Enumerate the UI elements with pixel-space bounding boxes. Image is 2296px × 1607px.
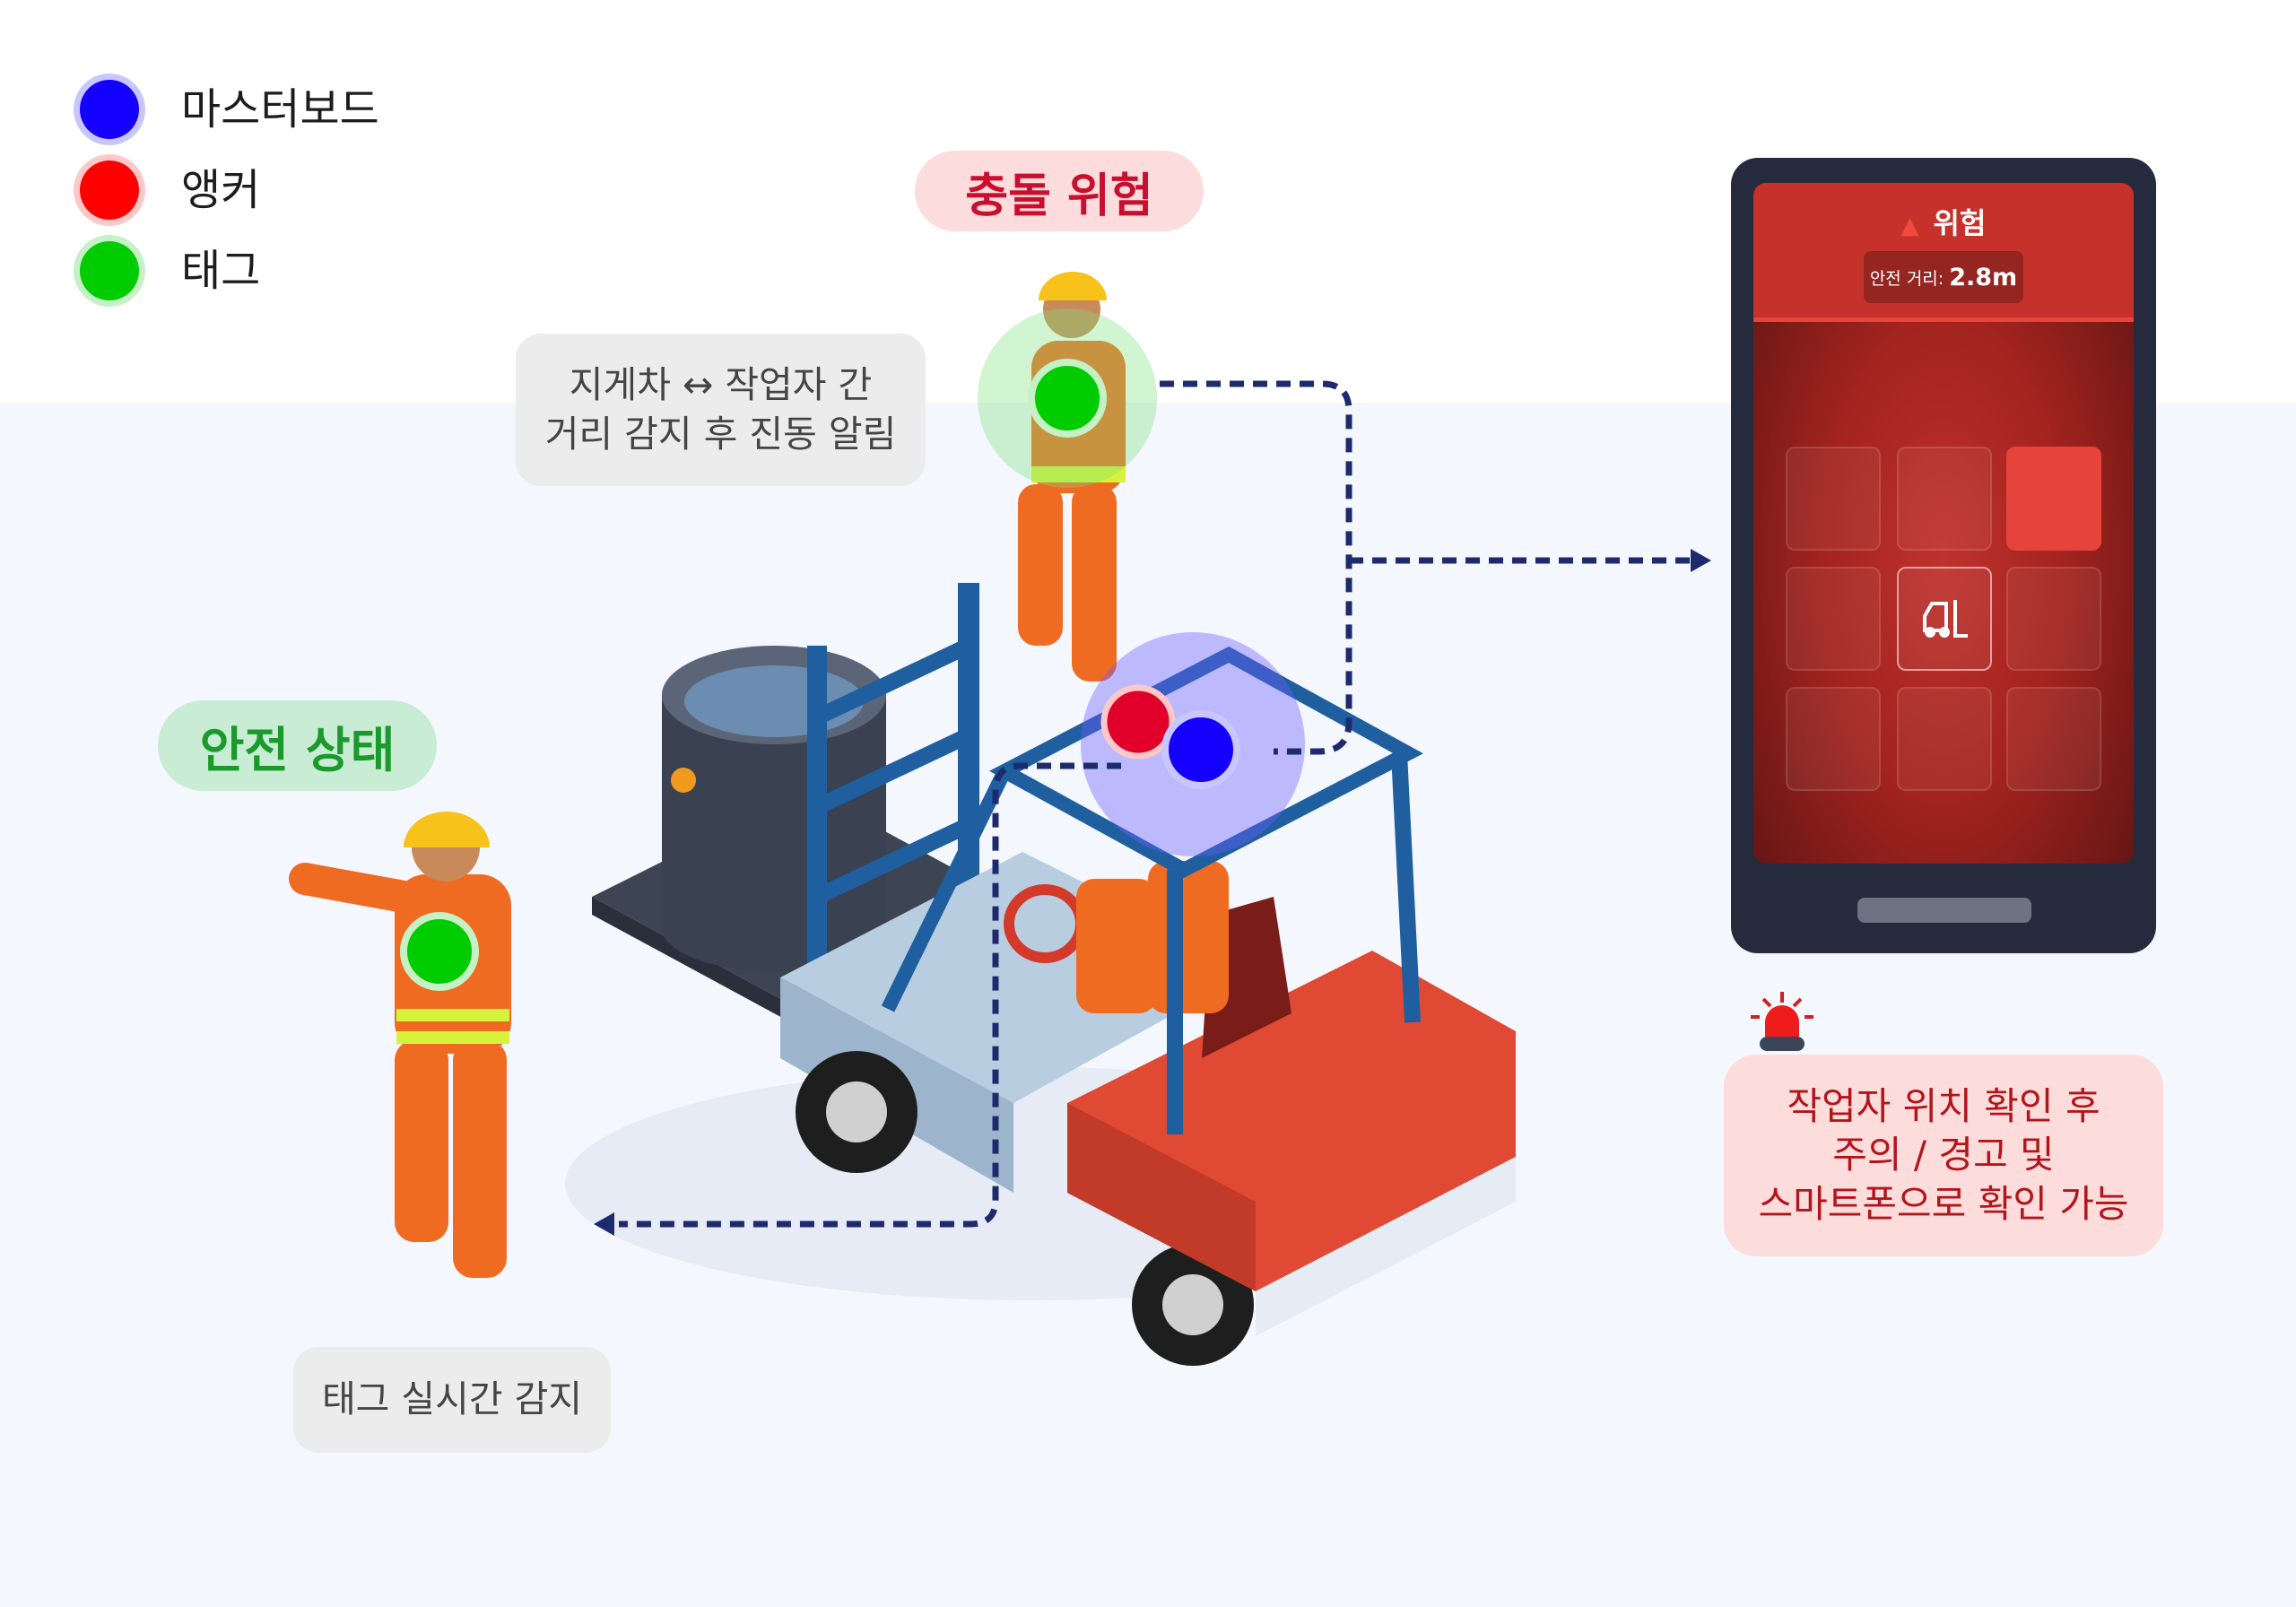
mast-left [807, 646, 827, 986]
note-line: 태그 실시간 감지 [321, 1377, 583, 1421]
counterweight-side [1067, 1103, 1256, 1291]
connector-tag-to-board [1160, 380, 1352, 755]
mast-bar [813, 817, 972, 905]
distance-value: 2.8m [1949, 263, 2018, 291]
legend-label-anchor: 앵커 [181, 165, 261, 215]
masterboard-dot [80, 80, 139, 139]
grid-tile-forklift [1897, 567, 1992, 671]
smartphone: ▲ 위험 안전 거리: 2.8m [1731, 158, 2156, 953]
tag-realtime-note: 태그 실시간 감지 [293, 1347, 611, 1453]
wheel-hub [826, 1081, 887, 1142]
anchor-dot [80, 161, 139, 220]
tag-dot [80, 241, 139, 300]
mast-bar [813, 638, 972, 725]
fork-edge [592, 897, 807, 1031]
legend-label-tag: 태그 [181, 246, 261, 296]
grid-tile [1786, 687, 1881, 791]
anchor-forklift [1100, 684, 1176, 760]
phone-screen: ▲ 위험 안전 거리: 2.8m [1753, 183, 2134, 864]
distance-label: 안전 거리: [1869, 268, 1944, 289]
safe-state-badge: 안전 상태 [158, 700, 437, 791]
bumper [1256, 1157, 1516, 1336]
note-line: 지게차 ↔ 작업자 간 [569, 362, 873, 406]
alert-title-text: 위험 [1933, 206, 1987, 240]
siren-icon [1751, 992, 1813, 1051]
alert-header: ▲ 위험 안전 거리: 2.8m [1753, 183, 2134, 322]
worker-left [289, 812, 511, 1278]
barrel-bottom [662, 885, 886, 971]
alert-info-box: 작업자 위치 확인 후 주의 / 경고 및 스마트폰으로 확인 가능 [1724, 1055, 2163, 1256]
tag-worker-top [1028, 359, 1107, 438]
wheel-hub [1162, 1274, 1223, 1335]
arrow-right-icon [1691, 549, 1711, 572]
home-bar[interactable] [1857, 898, 2031, 923]
grid-tile [1786, 567, 1881, 671]
note-line: 거리 감지 후 진동 알림 [544, 413, 897, 456]
tag-worker-left [400, 912, 479, 991]
grid-tile [1897, 687, 1992, 791]
warning-triangle-icon: ▲ [1900, 213, 1919, 239]
grid-tile [2006, 687, 2101, 791]
guard-post [881, 768, 1012, 1012]
grid-tile [2006, 567, 2101, 671]
safe-distance-box: 안전 거리: 2.8m [1864, 251, 2023, 303]
guard-post [1391, 752, 1421, 1023]
forklift-icon [1923, 600, 1968, 638]
alert-line: 스마트폰으로 확인 가능 [1758, 1181, 2129, 1226]
legend-label-masterboard: 마스터보드 [181, 84, 379, 135]
collision-risk-badge: 충돌 위험 [915, 151, 1204, 231]
alert-line: 작업자 위치 확인 후 [1787, 1083, 2100, 1128]
barrel-light [671, 768, 696, 793]
masterboard-forklift [1161, 710, 1240, 789]
grid-tile [1786, 447, 1881, 551]
distance-detect-note: 지게차 ↔ 작업자 간 거리 감지 후 진동 알림 [516, 334, 926, 486]
alert-title: ▲ 위험 [1753, 201, 2134, 242]
driver [1076, 879, 1157, 1013]
driver-body [1148, 861, 1229, 1013]
grid-tile-active [2006, 447, 2101, 551]
arrow-left-icon [594, 1212, 614, 1236]
alert-line: 주의 / 경고 및 [1832, 1133, 2055, 1177]
grid-tile [1897, 447, 1992, 551]
mast-bar [813, 727, 972, 815]
